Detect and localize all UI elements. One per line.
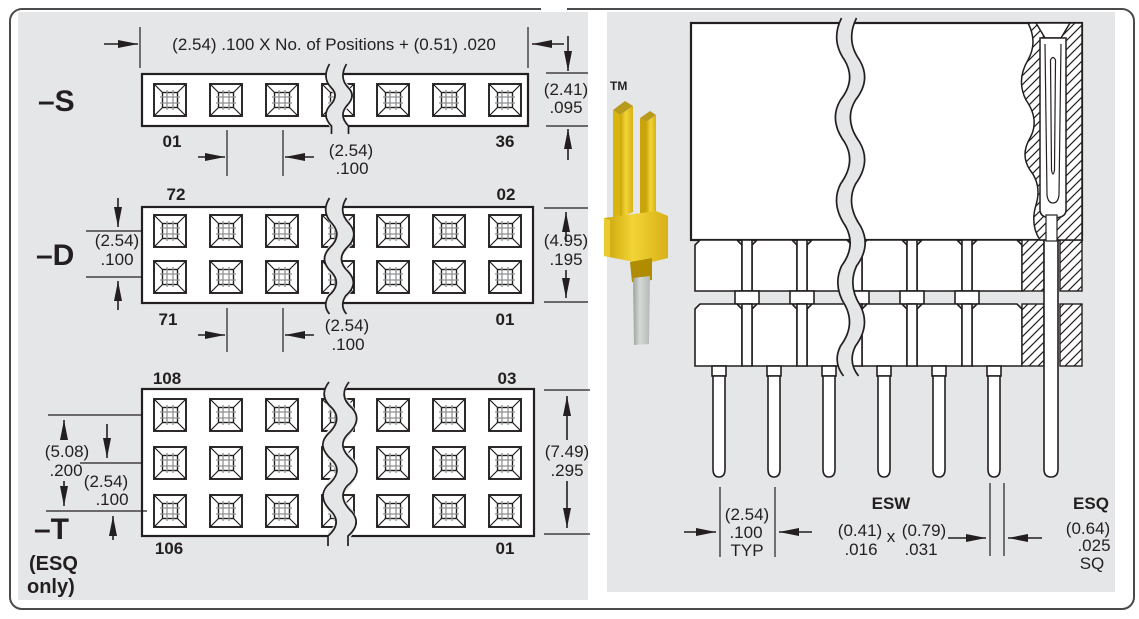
label-d: –D [36, 239, 74, 272]
esw-in-w: .016 [844, 540, 877, 559]
t-height-mm: (7.49) [545, 442, 589, 461]
esq-sq: SQ [1080, 554, 1105, 573]
t-span-mm: (5.08) [45, 442, 89, 461]
d-pos-bl: 71 [159, 310, 178, 329]
s-height-in: .095 [549, 98, 582, 117]
d-pos-tl: 72 [167, 185, 186, 204]
t-pos-tr: 03 [498, 369, 517, 388]
d-pos-br: 01 [496, 310, 515, 329]
d-row-in: .100 [100, 250, 133, 269]
t-row-in: .100 [95, 490, 128, 509]
t-height-in: .295 [550, 461, 583, 480]
pitch-mm: (2.54) [725, 505, 769, 524]
label-t-sub2: only) [27, 576, 75, 598]
esw-mm-w: (0.41) [838, 521, 882, 540]
solder-pins [711, 365, 1002, 478]
esq-label: ESQ [1073, 494, 1109, 513]
contact-outline [1044, 43, 1062, 204]
label-s: –S [38, 85, 75, 118]
t-span-in: .200 [49, 461, 82, 480]
esw-in-d: .031 [904, 540, 937, 559]
s-pos-end: 36 [496, 132, 515, 151]
d-pos-tr: 02 [497, 185, 516, 204]
d-pitch-mm: (2.54) [325, 316, 369, 335]
strip-t: 108 03 106 01 (5.08) .200 (2.54) .100 (7… [27, 369, 590, 598]
t-pos-bl: 106 [155, 539, 183, 558]
d-height-in: .195 [549, 250, 582, 269]
frame-notch [541, 0, 567, 10]
pitch-in: .100 [729, 523, 762, 542]
label-t-sub1: (ESQ [29, 553, 78, 575]
d-pitch-in: .100 [331, 335, 364, 354]
connector-body [689, 21, 1084, 242]
esq-square-post [1043, 239, 1059, 478]
t-row-mm: (2.54) [84, 472, 128, 491]
overall-length-text: (2.54) .100 X No. of Positions + (0.51) … [172, 35, 496, 54]
esq-dimension: ESQ (0.64) .025 SQ [1066, 494, 1111, 573]
overall-length-dimension: (2.54) .100 X No. of Positions + (0.51) … [104, 27, 564, 68]
t-pos-br: 01 [496, 539, 515, 558]
esw-dimension: ESW (0.41) x (0.79) .016 .031 [838, 483, 1042, 559]
left-panel: (2.54) .100 X No. of Positions + (0.51) … [27, 27, 590, 598]
esq-mm: (0.64) [1066, 519, 1110, 538]
s-height-mm: (2.41) [544, 80, 588, 99]
s-pitch-in: .100 [335, 159, 368, 178]
label-t: –T [34, 513, 69, 546]
t-pos-tl: 108 [153, 369, 181, 388]
s-pitch-mm: (2.54) [329, 141, 373, 160]
strip-d: –D 72 02 71 01 (2.54) .100 [36, 185, 588, 354]
s-pos-start: 01 [163, 132, 182, 151]
esw-x: x [887, 527, 896, 546]
contact-slit [1049, 56, 1057, 175]
right-panel: TM [604, 18, 1111, 573]
gold-contact-photo [604, 101, 668, 345]
pitch-typ: TYP [730, 541, 763, 560]
pin-pitch-dimension: (2.54) .100 TYP [684, 487, 812, 560]
cross-section [1020, 22, 1083, 478]
esq-in: .025 [1077, 536, 1110, 555]
esw-label: ESW [872, 494, 912, 513]
strip-s: –S 01 36 (2.54) .100 (2.41) .095 [38, 36, 588, 178]
contact-cavity [1039, 37, 1067, 219]
d-height-mm: (4.95) [544, 231, 588, 250]
esw-mm-d: (0.79) [902, 521, 946, 540]
trademark-symbol: TM [610, 79, 627, 93]
d-row-mm: (2.54) [95, 231, 139, 250]
